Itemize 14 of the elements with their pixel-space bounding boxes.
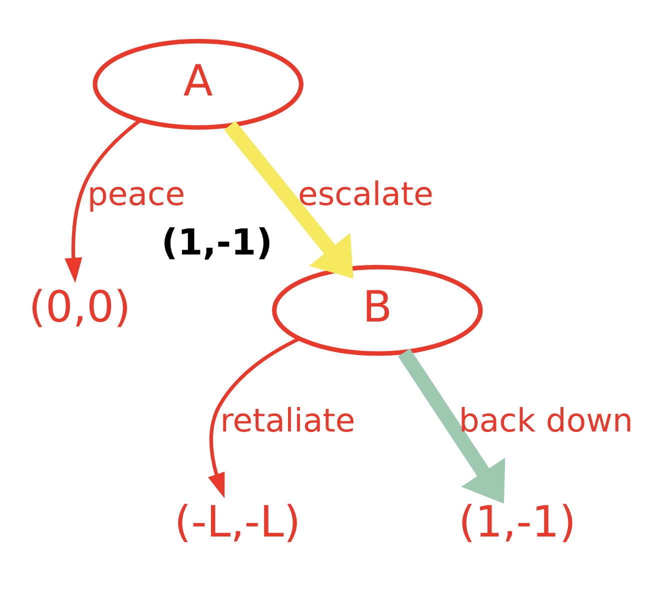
node-text: (1,-1) [458, 498, 576, 548]
arrow [398, 348, 506, 504]
edge-label: peace [87, 175, 186, 214]
arrow [208, 337, 300, 498]
node-text: (0,0) [28, 282, 131, 332]
node-ellipse: A [92, 38, 304, 130]
edge-label: retaliate [220, 401, 356, 440]
arrow [64, 119, 142, 283]
edge-label: escalate [298, 175, 434, 214]
arrow [224, 120, 354, 279]
node-label: (1,-1) [161, 222, 272, 264]
node-ellipse: B [272, 264, 483, 356]
node-text: (-L,-L) [174, 498, 301, 548]
edge-label: back down [458, 401, 633, 440]
